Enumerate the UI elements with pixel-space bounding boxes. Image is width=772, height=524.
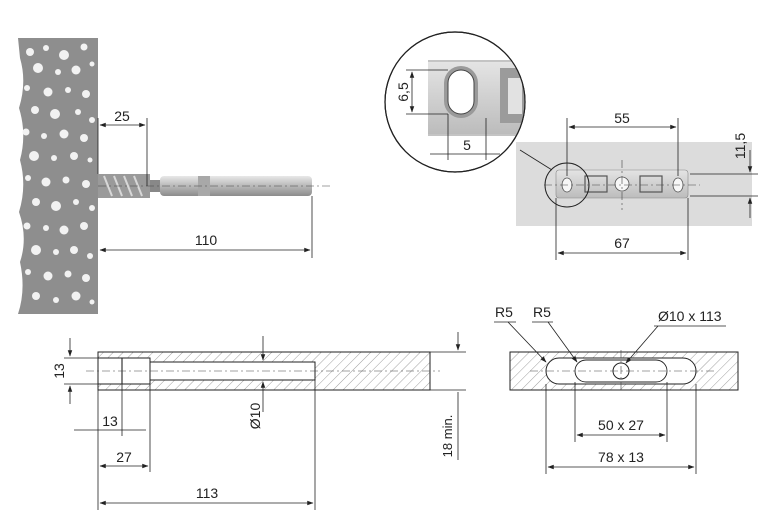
label-r5-right-text: R5 xyxy=(533,304,551,320)
dimension-diameter: Ø10 xyxy=(247,336,266,430)
dim-total-depth-label: 113 xyxy=(196,485,219,501)
dim-wall-min-label: 18 min. xyxy=(440,415,455,458)
label-hole-text: Ø10 x 113 xyxy=(658,308,722,324)
anchor-rod xyxy=(98,174,330,198)
wall-section xyxy=(18,38,98,314)
dim-embed-label: 25 xyxy=(114,108,130,124)
dimension-plate-height: 11,5 xyxy=(690,133,758,218)
dimension-outer-slot: 78 x 13 xyxy=(545,384,697,474)
detail-view: 6,5 5 55 11,5 67 xyxy=(384,31,758,260)
dim-hole-spacing-label: 55 xyxy=(614,110,630,126)
dimension-inner-slot: 50 x 27 xyxy=(574,382,668,442)
dim-diameter-label: Ø10 xyxy=(247,403,263,430)
side-view: 25 110 xyxy=(18,38,330,314)
label-hole: Ø10 x 113 xyxy=(625,308,726,364)
dim-counterbore-label: 13 xyxy=(51,363,67,379)
dim-plate-length-label: 67 xyxy=(614,235,630,251)
dimension-anchor-length: 110 xyxy=(99,196,313,258)
dim-slot-width-label: 5 xyxy=(463,137,471,153)
dim-slot-height-label: 6,5 xyxy=(395,82,411,102)
detail-magnified-circle: 6,5 5 xyxy=(384,31,526,173)
dimension-wall-min: 18 min. xyxy=(430,332,466,460)
dimension-total-depth: 113 xyxy=(97,380,316,510)
dim-counterbore-depth-label: 13 xyxy=(102,413,118,429)
dim-inner-slot-label: 50 x 27 xyxy=(598,417,644,433)
label-r5-left: R5 xyxy=(494,304,547,363)
dimension-counterbore: 13 xyxy=(51,338,98,404)
dimension-plate-length: 67 xyxy=(555,198,689,260)
label-r5-left-text: R5 xyxy=(495,304,513,320)
slot-view: R5 R5 Ø10 x 113 50 x 27 78 x 13 xyxy=(494,304,739,474)
dim-length-label: 110 xyxy=(195,232,218,248)
label-r5-right: R5 xyxy=(532,304,578,363)
dimension-depth-27: 27 xyxy=(99,384,151,472)
dim-depth-27-label: 27 xyxy=(116,449,132,465)
dimension-counterbore-depth: 13 xyxy=(74,384,146,436)
dim-outer-slot-label: 78 x 13 xyxy=(598,449,644,465)
dimension-embed-depth: 25 xyxy=(97,108,148,186)
dim-plate-height-label: 11,5 xyxy=(732,133,748,159)
section-view: 13 13 27 113 Ø10 xyxy=(51,332,466,510)
dimension-hole-spacing: 55 xyxy=(566,110,679,176)
